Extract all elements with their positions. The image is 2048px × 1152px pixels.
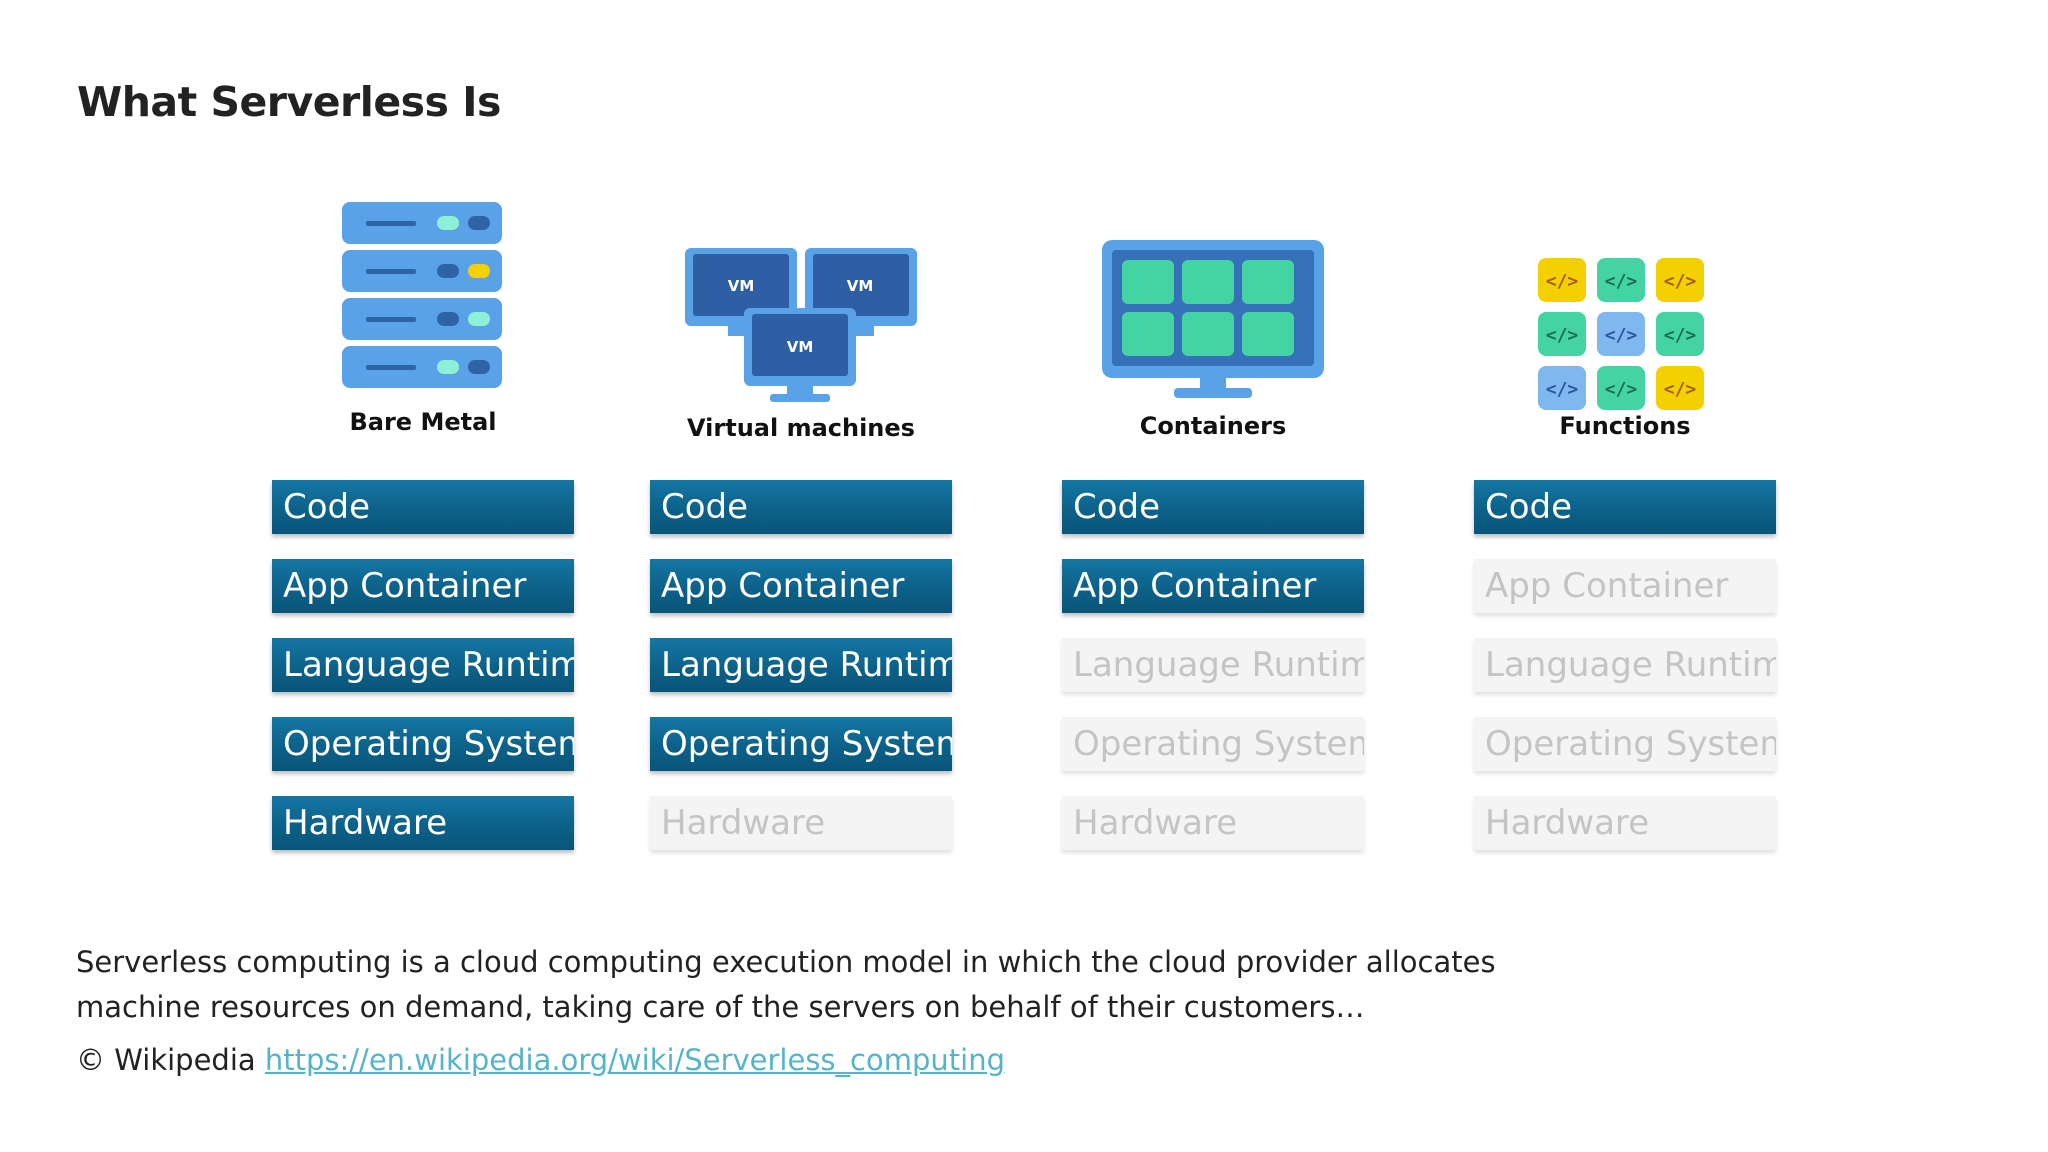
source-citation: © Wikipedia https://en.wikipedia.org/wik… [76,1043,1005,1077]
layer-operating-system: Operating System [272,717,574,771]
code-glyph-icon: </> [1664,271,1697,292]
code-tile-icon [1597,366,1645,410]
layer-hardware: Hardware [1062,796,1364,850]
layer-language-runtime: Language Runtime [1474,638,1776,692]
column-label: Functions [1559,412,1691,440]
layer-stack: Code App Container Language Runtime Oper… [272,480,574,875]
layer-code: Code [272,480,574,534]
code-glyph-icon: </> [1605,379,1638,400]
code-tile-icon [1538,258,1586,302]
vm-badge: VM [847,277,874,295]
description-text: Serverless computing is a cloud computin… [76,945,1496,1024]
column-label: Containers [1139,412,1287,440]
code-tile-icon [1656,258,1704,302]
layer-operating-system: Operating System [1062,717,1364,771]
layer-hardware: Hardware [1474,796,1776,850]
layer-operating-system: Operating System [650,717,952,771]
containers-monitor-icon [1062,190,1364,410]
layer-stack: Code App Container Language Runtime Oper… [1474,480,1776,875]
code-glyph-icon: </> [1605,325,1638,346]
code-tile-icon [1656,366,1704,410]
layer-language-runtime: Language Runtime [272,638,574,692]
layer-app-container: App Container [272,559,574,613]
column-label: Bare Metal [349,408,497,436]
layer-app-container: App Container [1062,559,1364,613]
layer-language-runtime: Language Runtime [650,638,952,692]
code-tile-icon [1538,312,1586,356]
virtual-machines-icon: VM VM VM [650,190,952,410]
layer-stack: Code App Container Language Runtime Oper… [650,480,952,875]
layer-hardware: Hardware [272,796,574,850]
vm-badge: VM [787,338,814,356]
layer-language-runtime: Language Runtime [1062,638,1364,692]
column-functions: </> </> </> </> </> </> </> </> </> Functions Co… [1474,190,1776,850]
column-bare-metal: Bare Metal Code App Container Language R… [272,190,574,850]
column-label: Virtual machines [687,414,915,442]
layer-app-container: App Container [650,559,952,613]
code-glyph-icon: </> [1546,271,1579,292]
code-glyph-icon: </> [1546,379,1579,400]
source-link[interactable]: https://en.wikipedia.org/wiki/Serverless… [264,1043,1005,1077]
layer-code: Code [650,480,952,534]
page-title: What Serverless Is [77,78,501,126]
code-tile-icon [1597,258,1645,302]
server-rack-icon [272,190,574,410]
code-tile-icon [1597,312,1645,356]
layer-code: Code [1062,480,1364,534]
code-glyph-icon: </> [1546,325,1579,346]
vm-badge: VM [728,277,755,295]
layer-hardware: Hardware [650,796,952,850]
code-glyph-icon: </> [1605,271,1638,292]
layer-stack: Code App Container Language Runtime Oper… [1062,480,1364,875]
column-virtual-machines: VM VM VM Virtual machines Code App Conta… [650,190,952,850]
layer-app-container: App Container [1474,559,1776,613]
column-containers: Containers Code App Container Language R… [1062,190,1364,850]
code-tile-icon [1538,366,1586,410]
functions-code-grid-icon: </> </> </> </> </> </> </> </> </> [1474,190,1776,410]
code-glyph-icon: </> [1664,325,1697,346]
code-glyph-icon: </> [1664,379,1697,400]
source-prefix: © Wikipedia [76,1043,256,1077]
layer-code: Code [1474,480,1776,534]
layer-operating-system: Operating System [1474,717,1776,771]
code-tile-icon [1656,312,1704,356]
